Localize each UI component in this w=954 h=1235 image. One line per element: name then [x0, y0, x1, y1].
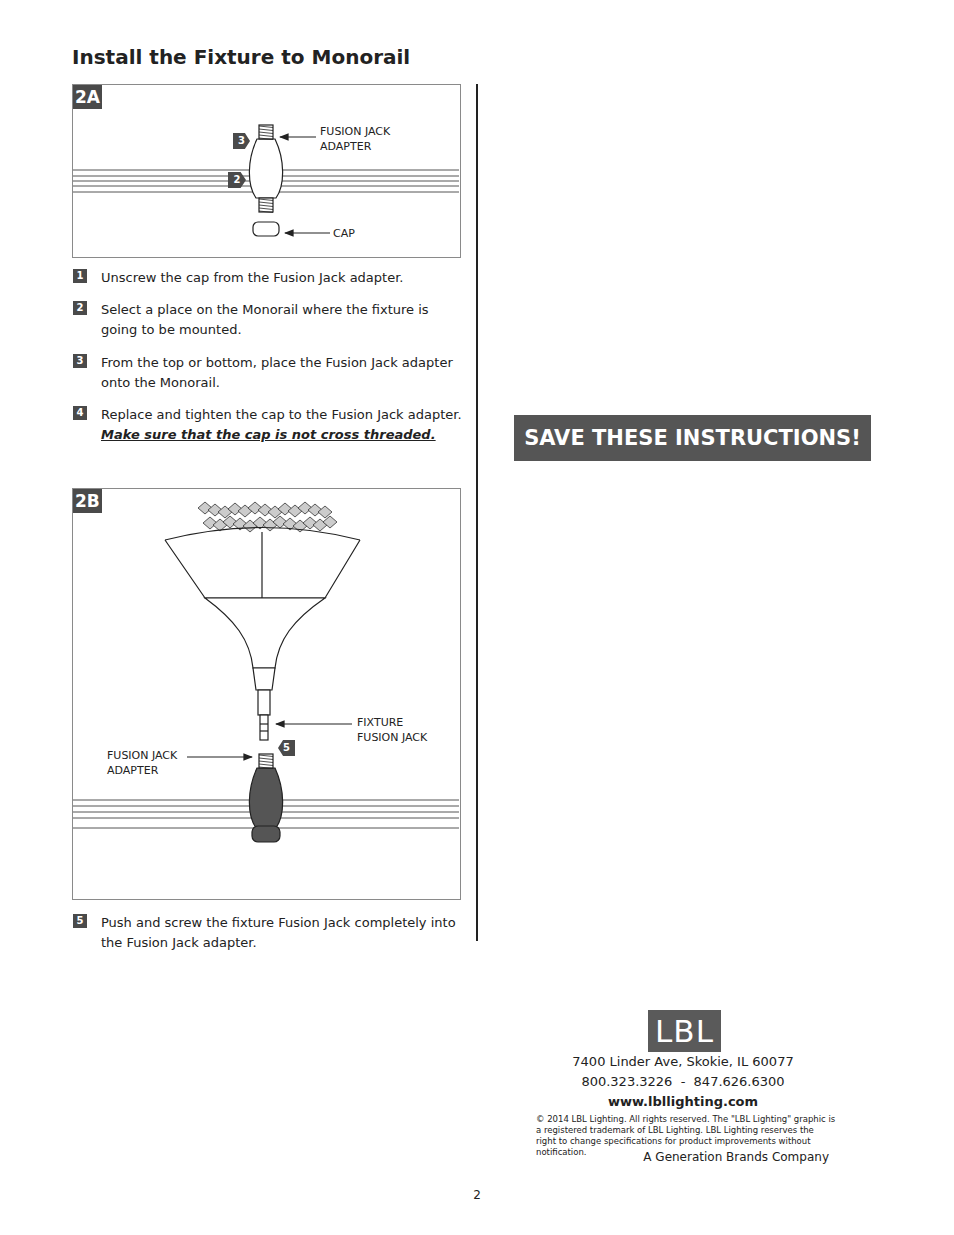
- part-label: FUSION JACK ADAPTER: [107, 748, 187, 778]
- instruction-text: Unscrew the cap from the Fusion Jack ada…: [101, 270, 403, 285]
- instruction-step: 3 From the top or bottom, place the Fusio…: [73, 353, 463, 392]
- figure-panel: 2B 5: [72, 488, 461, 900]
- step-number: 2: [73, 301, 87, 315]
- instruction-step: 1 Unscrew the cap from the Fusion Jack ad…: [73, 268, 463, 288]
- step-number: 1: [73, 269, 87, 283]
- leader-line: [276, 723, 352, 724]
- instruction-text: Push and screw the fixture Fusion Jack c…: [101, 915, 456, 950]
- step-number: 5: [73, 914, 87, 928]
- warning-text: Make sure that the cap is not cross thre…: [101, 427, 436, 442]
- step-text: Replace and tighten the cap to the Fusio…: [101, 405, 463, 444]
- figure-panel: 2A 3 2: [72, 84, 461, 258]
- leader-line: [285, 232, 330, 233]
- part-label: CAP: [333, 226, 355, 241]
- step-number: 4: [73, 406, 87, 420]
- part-label: FUSION JACK ADAPTER: [320, 124, 410, 154]
- part-label: FIXTURE FUSION JACK: [357, 715, 447, 745]
- instruction-text: Select a place on the Monorail where the…: [101, 302, 429, 337]
- instruction-text: Replace and tighten the cap to the Fusio…: [101, 407, 462, 422]
- panel-tag: 2A: [73, 85, 102, 109]
- step-text: Select a place on the Monorail where the…: [101, 300, 463, 339]
- instruction-step: 5 Push and screw the fixture Fusion Jack …: [73, 913, 463, 952]
- notice-banner: SAVE THESE INSTRUCTIONS!: [514, 415, 871, 461]
- fusion-jack-adapter: [249, 125, 282, 213]
- cap: [253, 222, 279, 236]
- step-text: Push and screw the fixture Fusion Jack c…: [101, 913, 463, 952]
- callout-number: 3: [233, 133, 250, 149]
- step-text: Unscrew the cap from the Fusion Jack ada…: [101, 268, 463, 288]
- panel-tag: 2B: [73, 489, 102, 513]
- brand-logo: LBL: [648, 1010, 721, 1052]
- notice-banner-text: SAVE THESE INSTRUCTIONS!: [524, 426, 861, 450]
- leader-line: [187, 756, 252, 757]
- page-number: 2: [460, 1188, 494, 1203]
- callout-number-text: 3: [238, 135, 245, 146]
- footer-text: A Generation Brands Company: [600, 1150, 829, 1165]
- leader-line: [280, 136, 316, 137]
- step-text: From the top or bottom, place the Fusion…: [101, 353, 463, 392]
- callout-number: 2: [228, 172, 246, 188]
- divider: [476, 84, 478, 941]
- instruction-step: 2 Select a place on the Monorail where th…: [73, 300, 463, 339]
- callout-number-text: 5: [283, 742, 290, 753]
- brand-logo-text: LBL: [655, 1013, 714, 1049]
- instruction-text: From the top or bottom, place the Fusion…: [101, 355, 453, 390]
- instruction-step: 4 Replace and tighten the cap to the Fusi…: [73, 405, 463, 444]
- footer-text: www.lbllighting.com: [560, 1094, 806, 1109]
- callout-number-text: 2: [234, 174, 241, 185]
- page-title: Install the Fixture to Monorail: [72, 45, 410, 69]
- callout-number: 5: [278, 740, 295, 756]
- footer-text: 800.323.3226 - 847.626.6300: [560, 1074, 806, 1089]
- footer-text: 7400 Linder Ave, Skokie, IL 60077: [560, 1054, 806, 1069]
- step-number: 3: [73, 354, 87, 368]
- pendant-fixture: [165, 502, 360, 740]
- fusion-jack-adapter: [249, 754, 282, 842]
